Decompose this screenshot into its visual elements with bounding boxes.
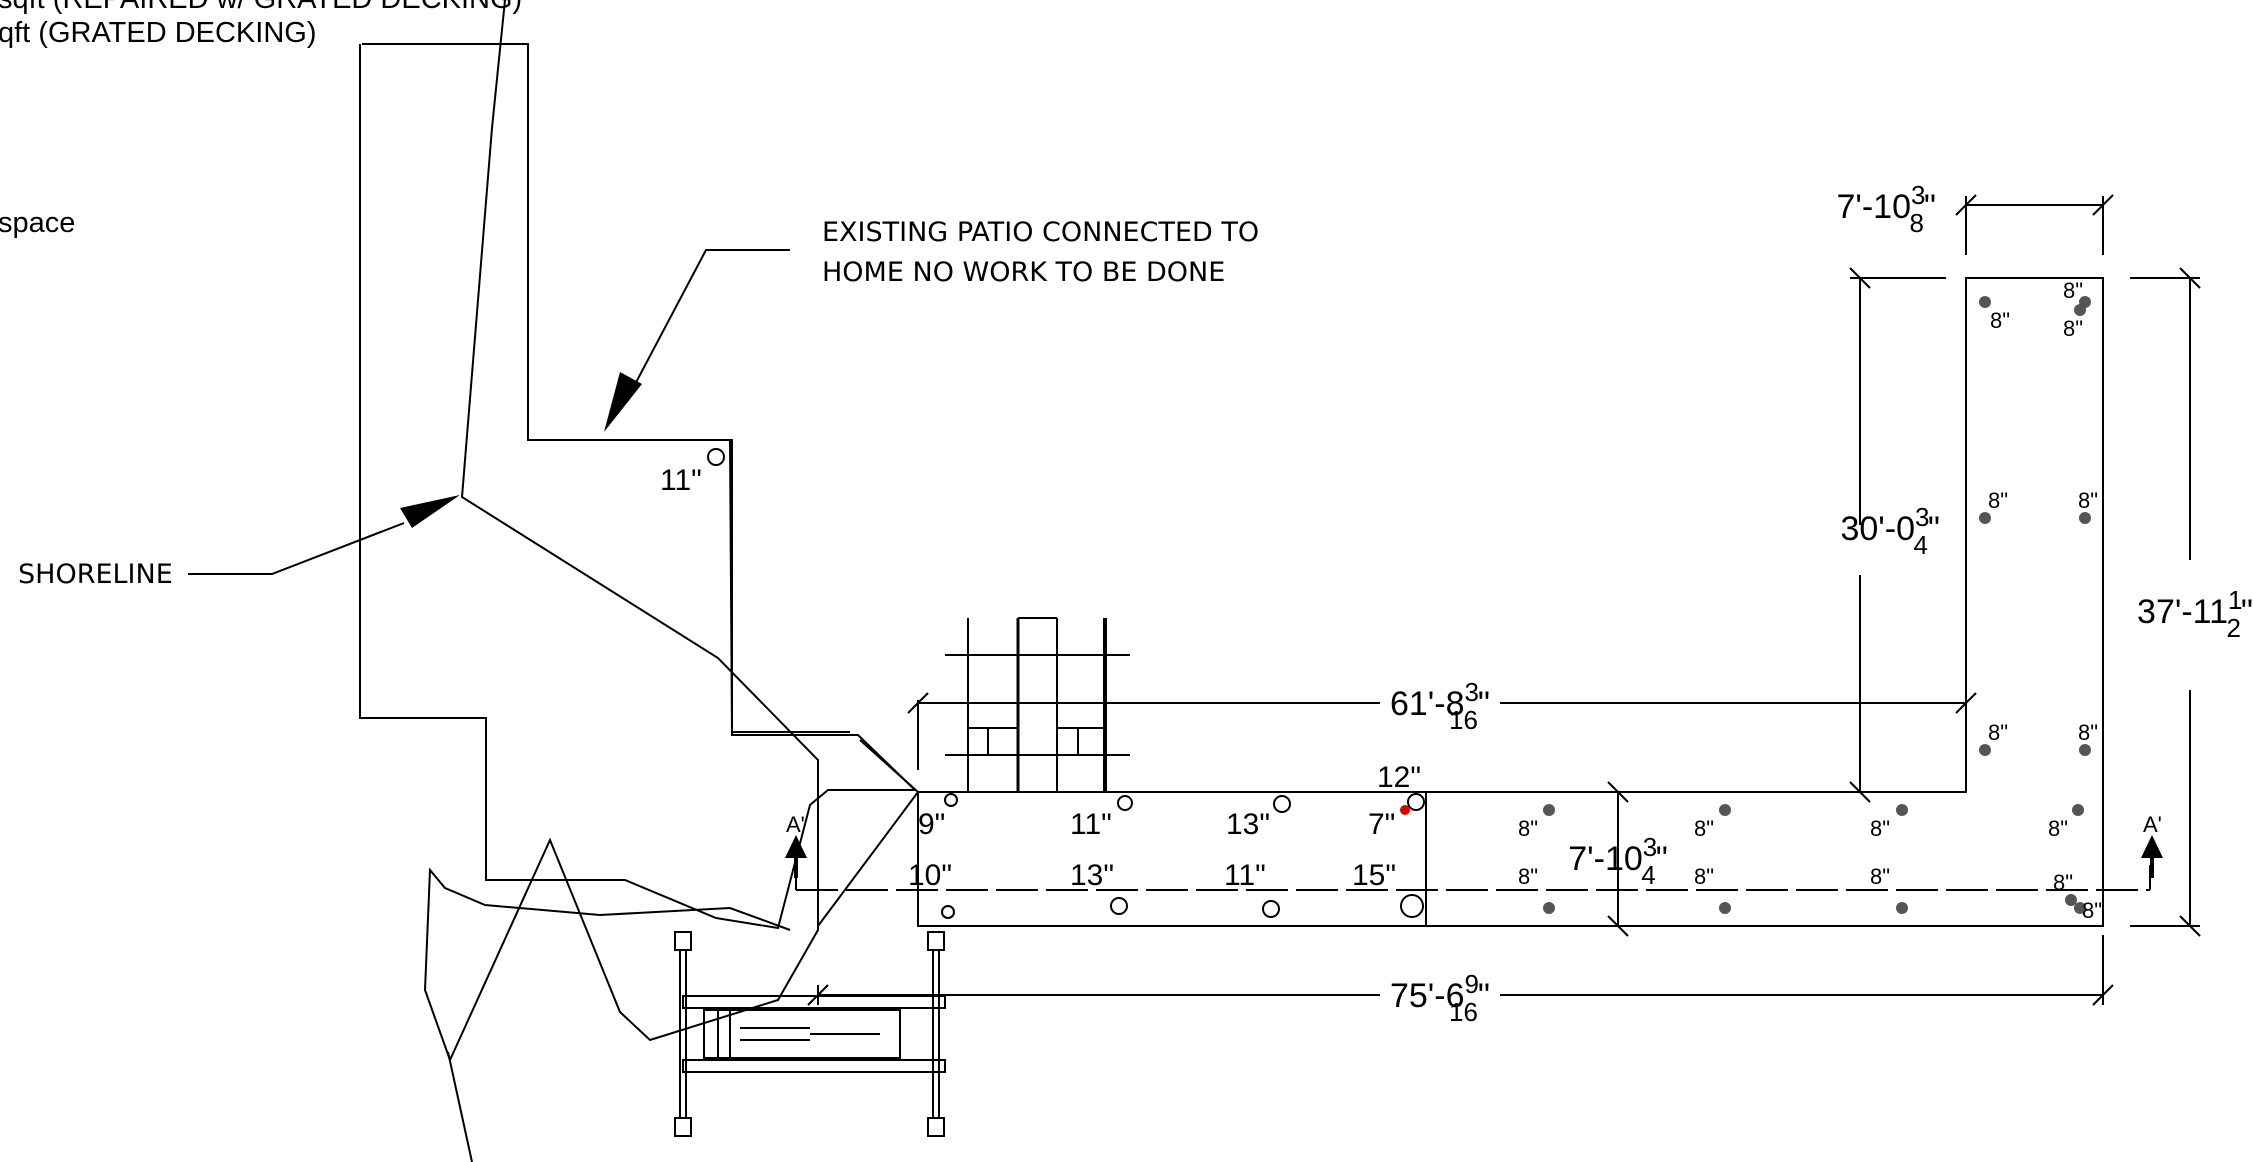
pile-circle — [1110, 897, 1128, 915]
pile-8-label: 8" — [1694, 864, 1714, 889]
patio-arrowhead — [604, 372, 642, 432]
pile-dot — [1896, 804, 1908, 816]
header-note-1: sqft (REPAIRED w/ GRATED DECKING) — [0, 0, 522, 15]
pile-dot — [2065, 894, 2077, 906]
pile-8-label: 8" — [1990, 308, 2010, 333]
pile-circle — [941, 905, 955, 919]
new-piles — [1543, 296, 2091, 914]
header-notes: sqft (REPAIRED w/ GRATED DECKING) qft (G… — [0, 0, 522, 239]
section-marker-right: A' — [2141, 812, 2163, 878]
section-label-left: A' — [786, 812, 805, 837]
dimension-lines — [807, 194, 2201, 1006]
pile-dot — [2079, 744, 2091, 756]
pile-dot — [1543, 902, 1555, 914]
pile-8-label: 8" — [2053, 870, 2073, 895]
pile-circle — [1407, 793, 1425, 811]
pile-dot — [1979, 296, 1991, 308]
pile-label: 7" — [1368, 808, 1395, 841]
pile-label: 13" — [1070, 859, 1114, 892]
pile-8-label: 8" — [2048, 816, 2068, 841]
pile-dot — [1543, 804, 1555, 816]
header-note-2: qft (GRATED DECKING) — [0, 17, 317, 49]
pile-8-label: 8" — [1870, 816, 1890, 841]
pile-8-label: 8" — [1518, 864, 1538, 889]
pile-label: 11" — [1224, 859, 1266, 892]
section-marker-left: A' — [785, 812, 807, 878]
pile-label: 13" — [1226, 808, 1270, 841]
pile-dot — [1979, 512, 1991, 524]
pile-marker-red — [1400, 805, 1410, 815]
shoreline-label: SHORELINE — [18, 559, 173, 590]
pile-8-label: 8" — [1870, 864, 1890, 889]
pile-dot — [1719, 804, 1731, 816]
pile-8-label: 8" — [2063, 316, 2083, 341]
gangway-ramp — [817, 739, 919, 927]
dock-outline — [795, 277, 2151, 927]
pile-dot — [1896, 902, 1908, 914]
pile-8-label: 8" — [1988, 720, 2008, 745]
pile-8-label: 8" — [1694, 816, 1714, 841]
pile-dot — [2074, 902, 2086, 914]
boat-lift-lower — [674, 931, 946, 1137]
pile-circle — [944, 793, 958, 807]
pile-label: 10" — [908, 859, 952, 892]
shoreline-tail — [447, 1051, 473, 1162]
pile-dot — [1979, 744, 1991, 756]
pile-dot — [2072, 804, 2084, 816]
existing-piles — [707, 448, 1425, 919]
pile-label: 11" — [660, 464, 702, 497]
pile-label: 15" — [1352, 859, 1396, 892]
patio-callout: EXISTING PATIO CONNECTED TO HOME NO WORK… — [604, 217, 1259, 432]
new-pile-labels: 8" 8" 8" 8" 8" 8" 8" 8" 8" 8" 8" 8" 8" 8… — [1518, 278, 2102, 923]
pile-circle — [1117, 795, 1133, 811]
pile-8-label: 8" — [1518, 816, 1538, 841]
pile-8-label: 8" — [1988, 488, 2008, 513]
pile-circle — [1273, 795, 1291, 813]
header-leader — [362, 43, 850, 733]
pile-circle — [707, 448, 725, 466]
pile-8-label: 8" — [2078, 720, 2098, 745]
pile-label: 11" — [1070, 808, 1112, 841]
existing-pile-labels: 11" 12" 9" 11" 13" 7" 10" 13" 11" 15" — [660, 464, 1421, 892]
patio-callout-line1: EXISTING PATIO CONNECTED TO — [822, 217, 1259, 248]
pile-dot — [2079, 512, 2091, 524]
boat-lift-upper — [945, 617, 1130, 792]
pile-8-label: 8" — [2082, 898, 2102, 923]
pile-8-label: 8" — [2078, 488, 2098, 513]
section-label-right: A' — [2143, 812, 2162, 837]
pile-label: 9" — [918, 808, 945, 841]
shoreline-line — [423, 0, 819, 1063]
pile-circle — [1400, 894, 1424, 918]
pile-label: 12" — [1377, 761, 1421, 794]
pile-circle — [1262, 900, 1280, 918]
pile-8-label: 8" — [2063, 278, 2083, 303]
shoreline-callout: SHORELINE — [18, 495, 460, 590]
header-note-3: space — [0, 207, 75, 239]
pile-dot — [2074, 304, 2086, 316]
existing-patio-outline — [359, 44, 918, 930]
pile-dot — [1719, 902, 1731, 914]
shoreline-arrowhead — [400, 495, 460, 528]
patio-callout-line2: HOME NO WORK TO BE DONE — [822, 257, 1225, 288]
